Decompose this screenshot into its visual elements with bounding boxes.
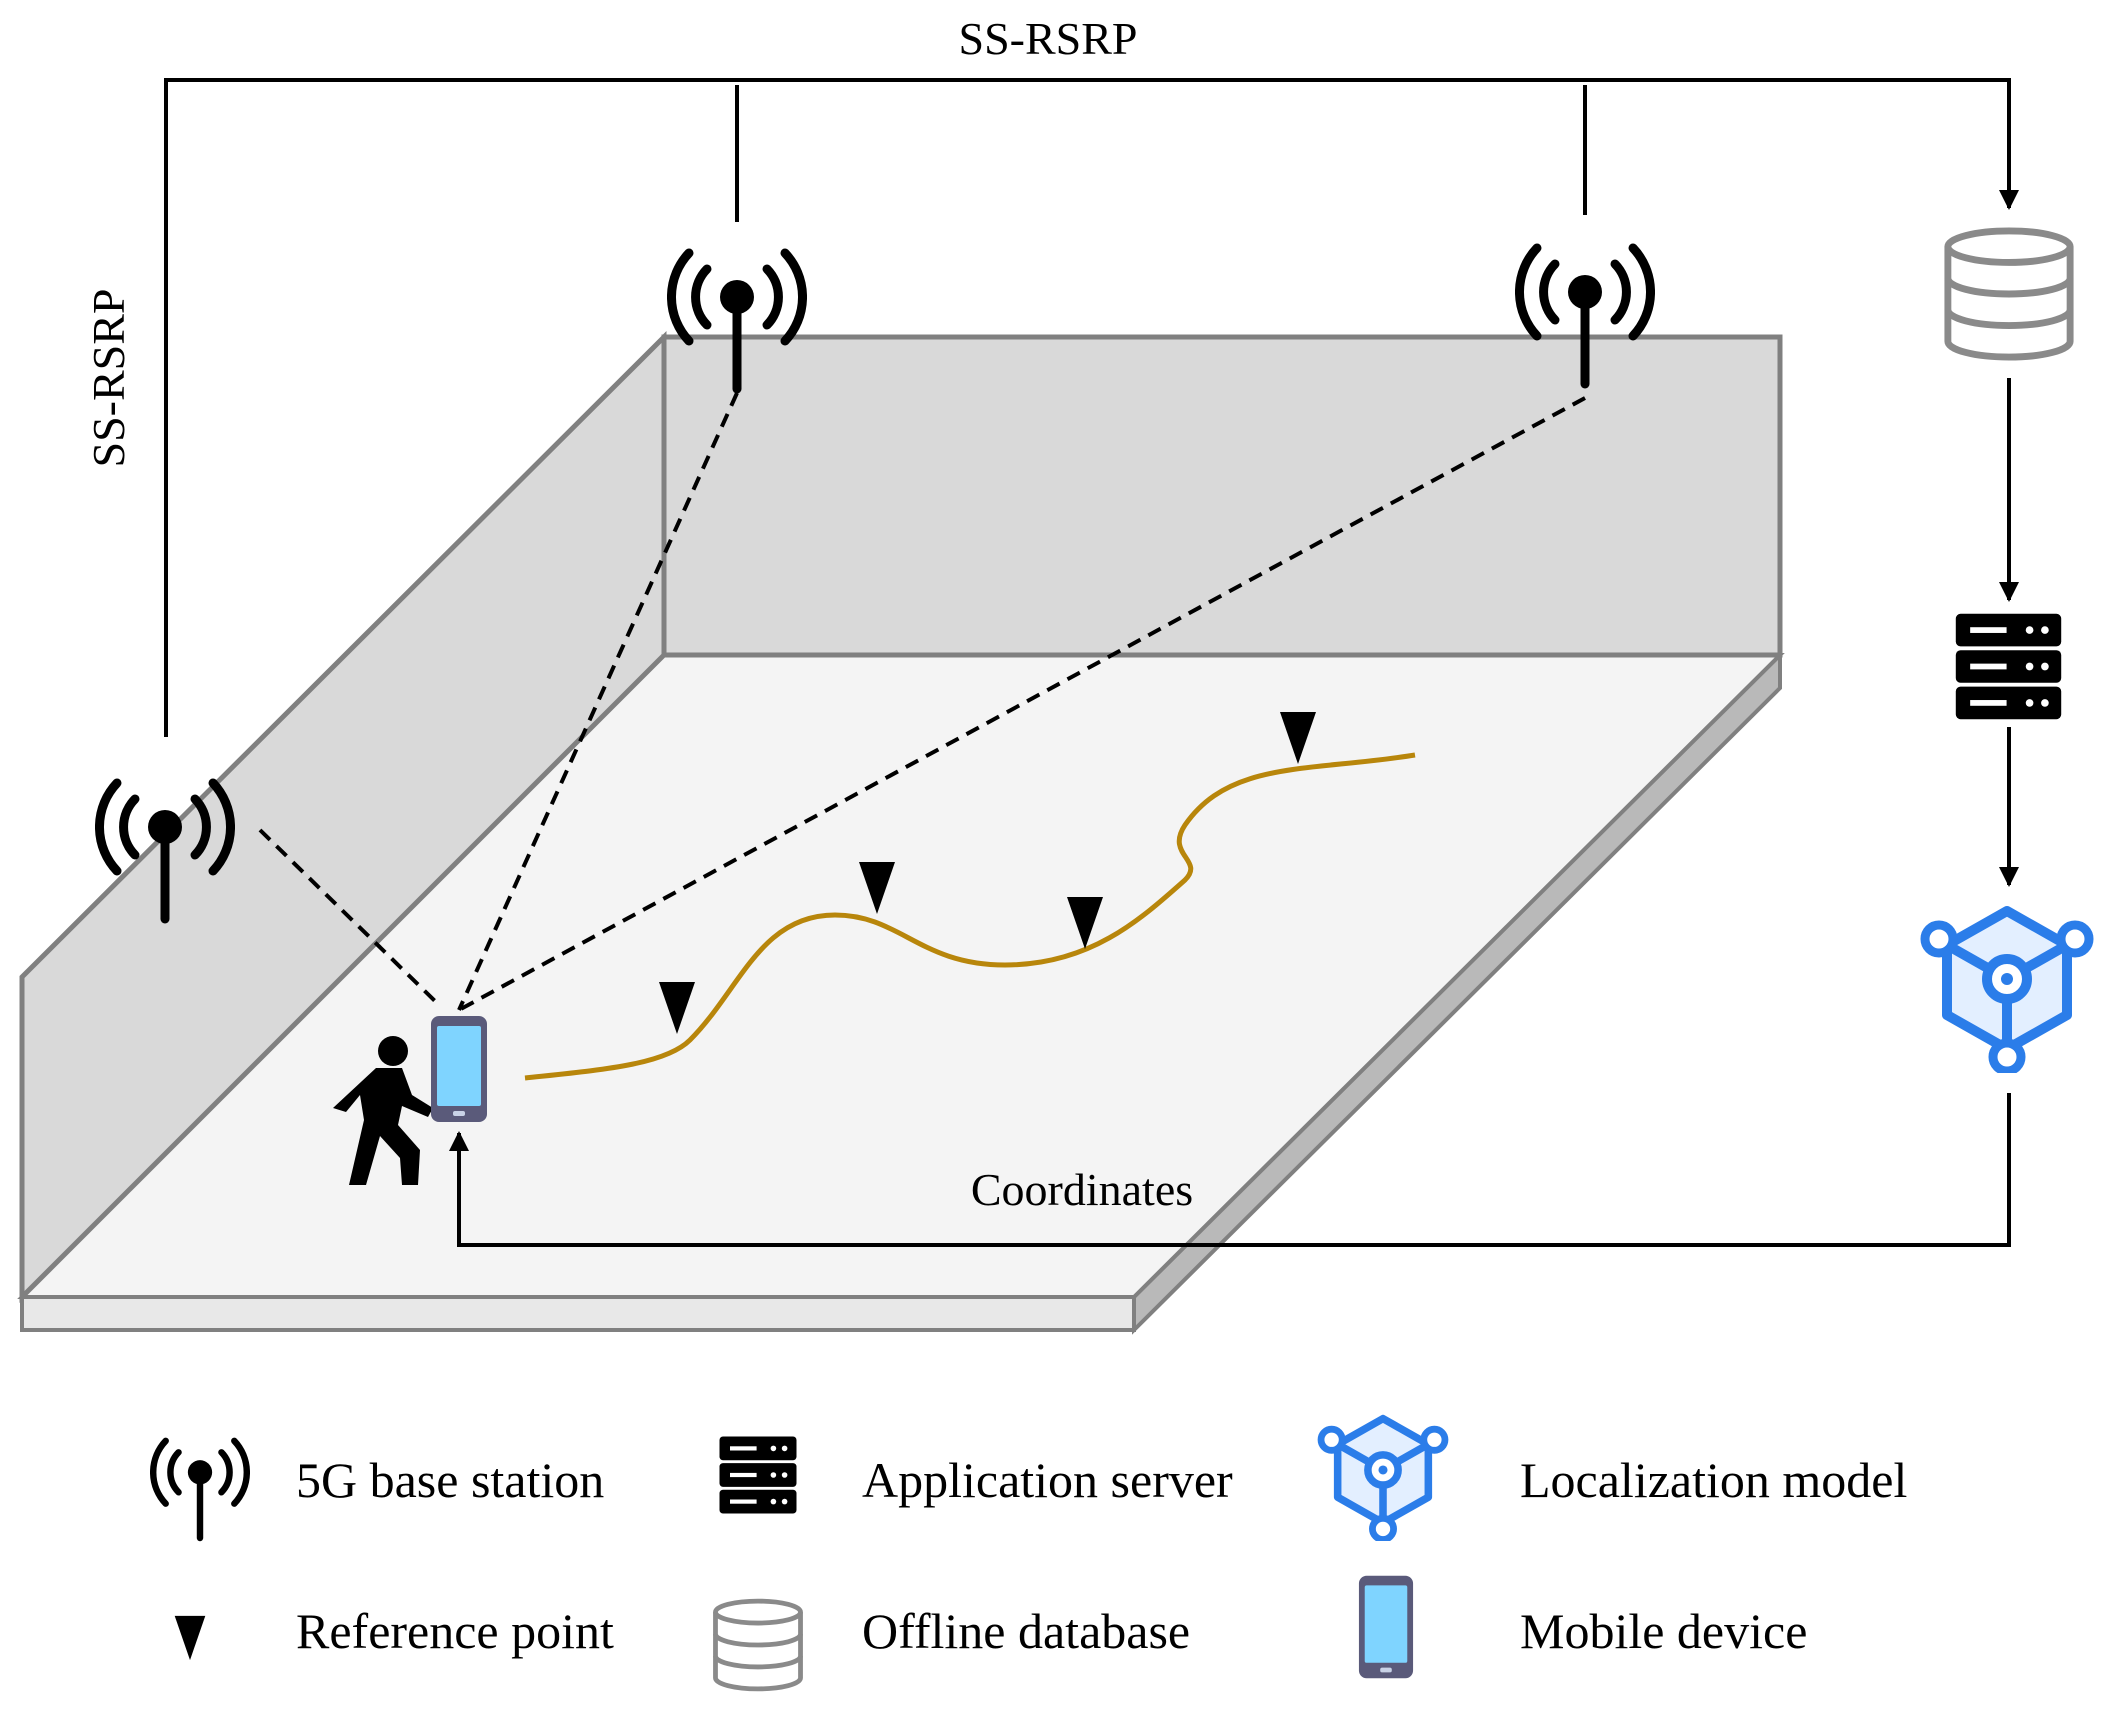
room <box>17 330 1785 1335</box>
mobile-device-icon <box>431 1016 487 1122</box>
server-icon <box>719 1436 797 1514</box>
signal-rays <box>258 392 1586 1012</box>
localization-model-icon <box>1321 1419 1445 1540</box>
antenna-icon <box>153 1441 247 1538</box>
ray-left-antenna <box>258 828 438 1004</box>
left-ss-rsrp-label: SS-RSRP <box>83 288 134 467</box>
ray-right-antenna <box>458 396 1586 1012</box>
walking-path <box>524 752 1416 1081</box>
legend-label: 5G base station <box>296 1452 604 1508</box>
top-ss-rsrp-label: SS-RSRP <box>958 13 1137 64</box>
legend-label: Mobile device <box>1520 1603 1807 1659</box>
reference-point-icon <box>174 1615 206 1661</box>
database-icon <box>715 1601 800 1689</box>
coordinates-label: Coordinates <box>971 1164 1193 1215</box>
coordinates-return-arrow <box>449 1093 2011 1247</box>
localization-model-icon <box>1925 911 2089 1071</box>
legend-label: Offline database <box>862 1603 1190 1659</box>
legend: 5G base station Application server Local… <box>153 1419 1907 1689</box>
legend-label: Localization model <box>1520 1452 1907 1508</box>
left-wall <box>19 330 667 1304</box>
ray-middle-antenna <box>457 392 739 1011</box>
legend-label: Application server <box>862 1452 1233 1508</box>
legend-label: Reference point <box>296 1603 614 1659</box>
signal-lines <box>164 78 2019 1247</box>
mobile-device-icon <box>1358 1575 1414 1679</box>
ss-rsrp-line <box>164 78 2019 737</box>
floor-slab-front <box>20 1295 1136 1332</box>
walking-person-icon <box>333 1036 433 1185</box>
database-icon <box>1948 231 2070 357</box>
server-icon <box>1955 613 2062 720</box>
back-wall <box>661 334 1783 658</box>
